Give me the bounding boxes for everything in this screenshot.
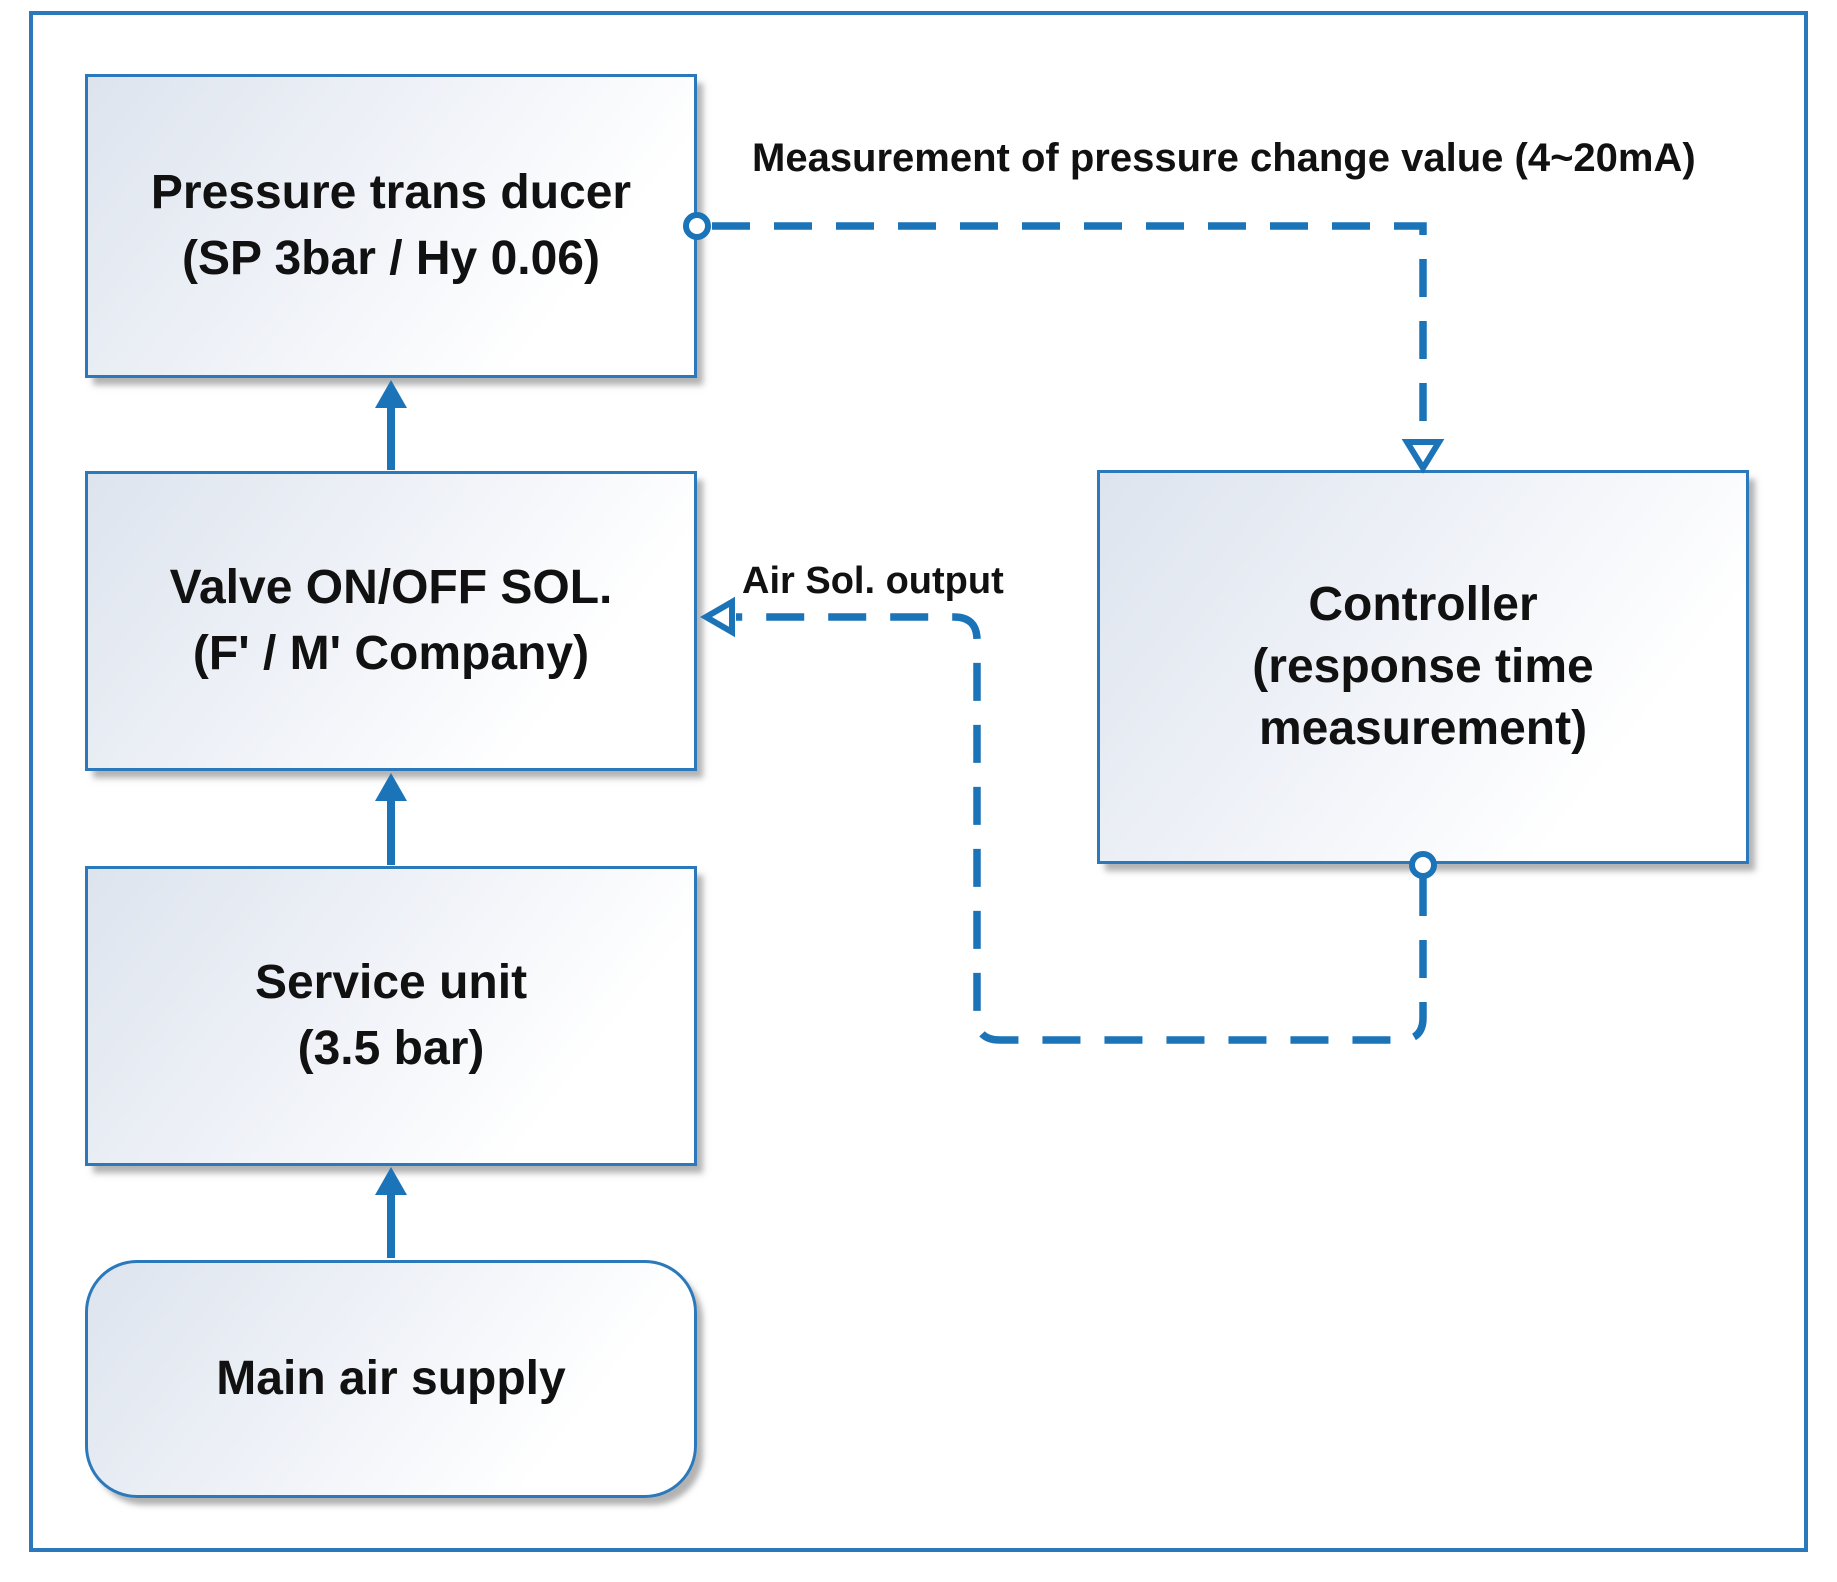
node-service-unit-line2: (3.5 bar) — [297, 1022, 485, 1075]
edge-label-pressure-measurement: Measurement of pressure change value (4~… — [752, 136, 1696, 180]
node-valve-line2: (F' / M' Company) — [192, 627, 590, 680]
node-valve-line1: Valve ON/OFF SOL. — [169, 561, 613, 614]
node-service-unit: Service unit (3.5 bar) — [85, 866, 697, 1166]
node-main-air-supply: Main air supply — [85, 1260, 697, 1498]
node-controller-line2: (response time — [1252, 640, 1594, 693]
node-controller: Controller (response time measurement) — [1097, 470, 1749, 864]
node-controller-line3: measurement) — [1258, 702, 1588, 755]
node-pressure-transducer-line1: Pressure trans ducer — [150, 166, 632, 219]
edge-label-air-sol-output: Air Sol. output — [742, 560, 1004, 602]
diagram-outer-border — [29, 11, 1808, 1552]
node-pressure-transducer: Pressure trans ducer (SP 3bar / Hy 0.06) — [85, 74, 697, 378]
node-pressure-transducer-line2: (SP 3bar / Hy 0.06) — [182, 232, 600, 285]
node-service-unit-line1: Service unit — [254, 956, 528, 1009]
node-valve-on-off-sol: Valve ON/OFF SOL. (F' / M' Company) — [85, 471, 697, 771]
node-main-air-supply-line1: Main air supply — [216, 1352, 566, 1405]
node-controller-line1: Controller — [1308, 578, 1538, 631]
